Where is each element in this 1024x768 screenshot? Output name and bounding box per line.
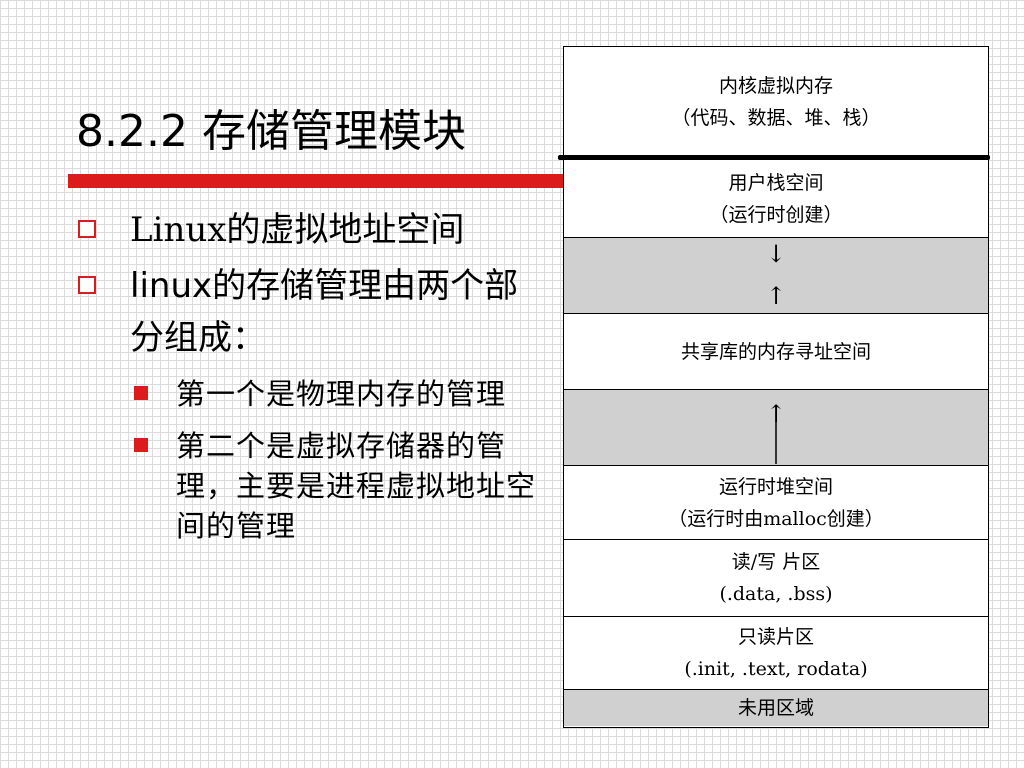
filled-square-bullet-icon [134, 386, 148, 400]
segment-heap-growth-gap: ↑ [564, 390, 988, 466]
arrow-up-icon: ↑ [765, 400, 787, 428]
segment-sublabel: （代码、数据、堆、栈） [671, 107, 881, 129]
sub-bullet-virtual-memory: 第二个是虚拟存储器的管理，主要是进程虚拟地址空间的管理 [130, 426, 548, 546]
bullet-item-storage-management: linux的存储管理由两个部分组成： [78, 260, 548, 364]
segment-shared-library: 共享库的内存寻址空间 [564, 314, 988, 390]
segment-label: 读/写 片区 [731, 551, 821, 573]
memory-map-diagram: 内核虚拟内存 （代码、数据、堆、栈） 用户栈空间 （运行时创建） ↓ ↑ 共享库… [558, 46, 990, 728]
segment-label: 未用区域 [737, 697, 814, 719]
title-underline-bar [68, 174, 564, 188]
arrow-shaft-icon [775, 422, 777, 464]
segment-label: 运行时堆空间 [718, 475, 833, 498]
segment-label: 内核虚拟内存 [718, 75, 833, 97]
segment-stack-growth-gap: ↓ ↑ [564, 238, 988, 314]
slide-title: 8.2.2 存储管理模块 [76, 106, 466, 157]
kernel-user-boundary-line [558, 155, 990, 160]
sub-bullet-physical-memory: 第一个是物理内存的管理 [130, 374, 548, 414]
segment-read-only: 只读片区 (.init, .text, rodata) [564, 617, 988, 690]
segment-unused: 未用区域 [564, 690, 988, 726]
bullet-list: Linux的虚拟地址空间 linux的存储管理由两个部分组成： 第一个是物理内存… [78, 204, 548, 558]
filled-square-bullet-icon [134, 438, 148, 452]
arrow-up-icon: ↑ [765, 282, 787, 310]
sub-bullet-text: 第一个是物理内存的管理 [176, 377, 507, 411]
hollow-square-bullet-icon [78, 276, 96, 294]
segment-sublabel: （运行时由malloc创建） [668, 507, 884, 530]
segment-runtime-heap: 运行时堆空间 （运行时由malloc创建） [564, 466, 988, 540]
segment-read-write: 读/写 片区 (.data, .bss) [564, 540, 988, 617]
arrow-down-icon: ↓ [765, 240, 787, 268]
segment-label: 只读片区 [737, 626, 814, 648]
sub-bullet-list: 第一个是物理内存的管理 第二个是虚拟存储器的管理，主要是进程虚拟地址空间的管理 [78, 374, 548, 546]
segment-sublabel: （运行时创建） [709, 203, 843, 226]
segment-label: 共享库的内存寻址空间 [680, 340, 871, 363]
segment-label: 用户栈空间 [728, 171, 824, 194]
segment-sublabel: (.init, .text, rodata) [684, 658, 868, 680]
sub-bullet-text: 第二个是虚拟存储器的管理，主要是进程虚拟地址空间的管理 [176, 429, 537, 543]
segment-user-stack: 用户栈空间 （运行时创建） [564, 160, 988, 238]
bullet-text: Linux的虚拟地址空间 [130, 210, 465, 250]
bullet-item-virtual-address-space: Linux的虚拟地址空间 [78, 204, 548, 256]
hollow-square-bullet-icon [78, 220, 96, 238]
segment-kernel-virtual-memory: 内核虚拟内存 （代码、数据、堆、栈） [564, 47, 988, 157]
sub-bullet-container: 第一个是物理内存的管理 第二个是虚拟存储器的管理，主要是进程虚拟地址空间的管理 [78, 374, 548, 546]
segment-sublabel: (.data, .bss) [719, 583, 833, 605]
bullet-text: linux的存储管理由两个部分组成： [130, 266, 519, 358]
